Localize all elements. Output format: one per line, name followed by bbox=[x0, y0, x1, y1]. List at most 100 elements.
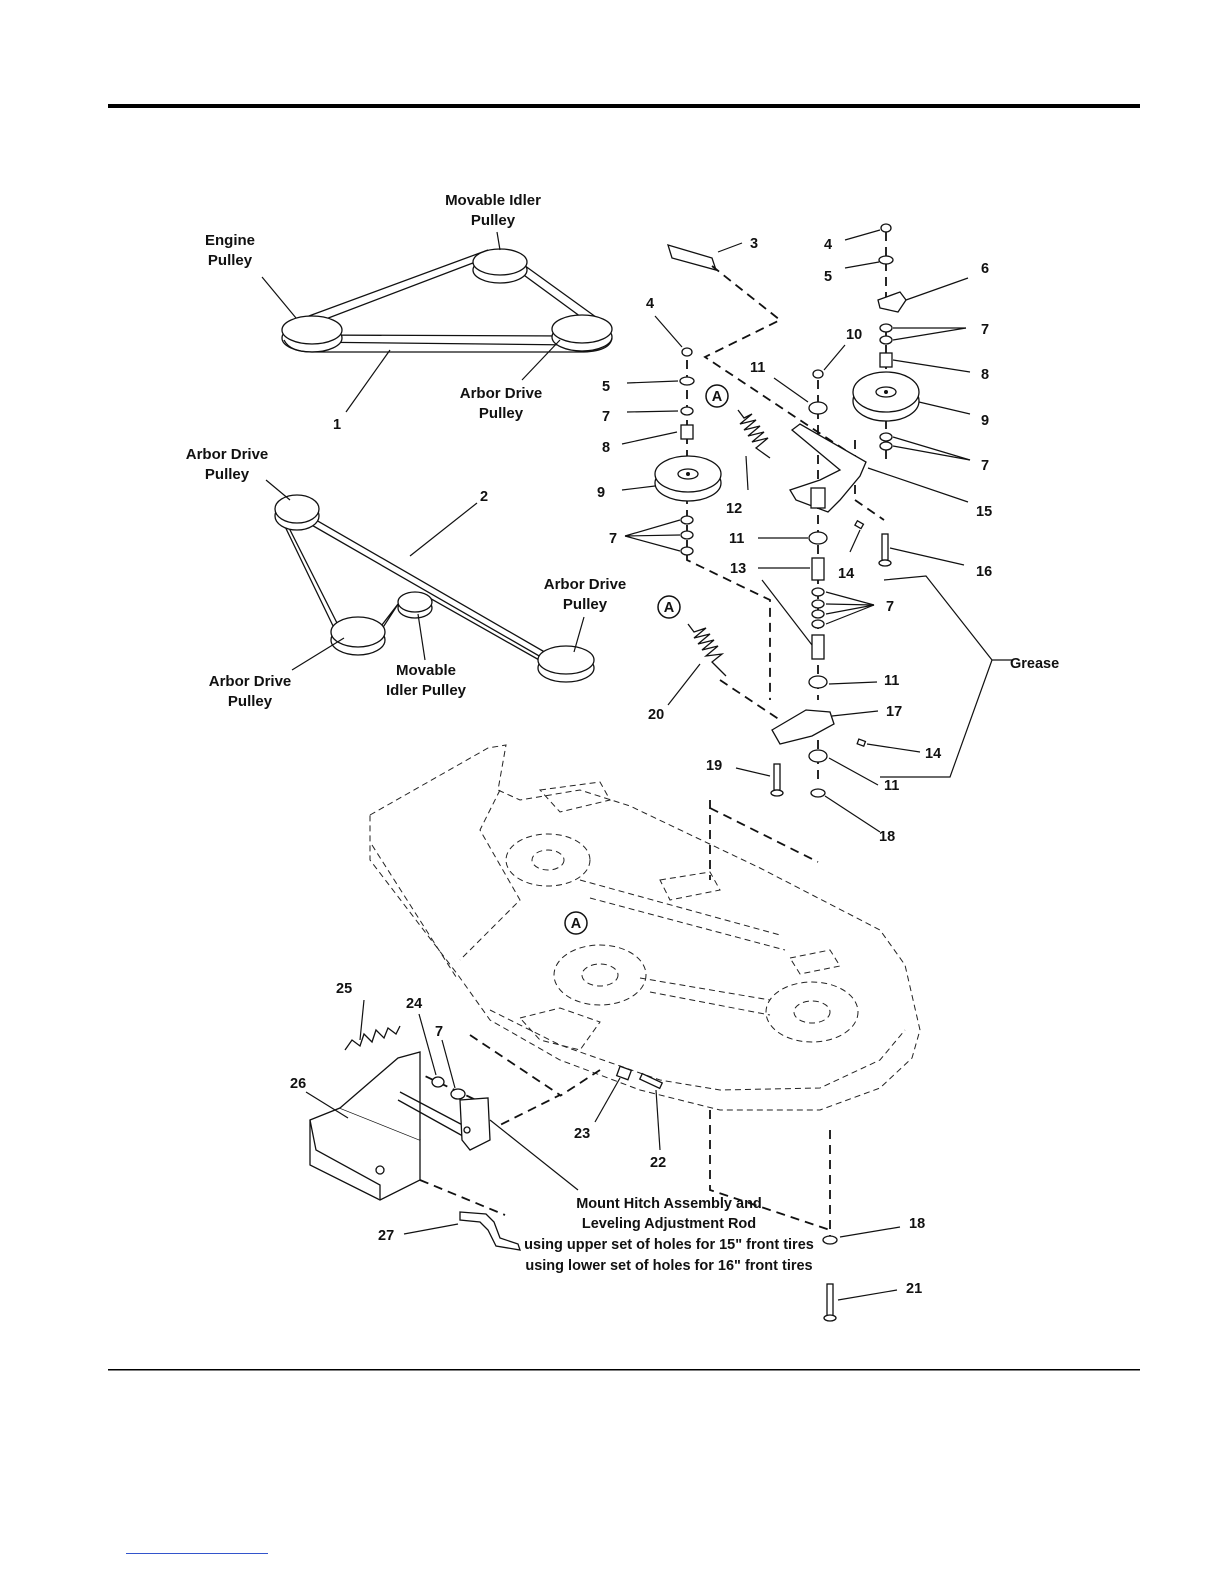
callout-8-right: 8 bbox=[981, 367, 989, 383]
callout-3: 3 bbox=[750, 236, 758, 252]
exploded-parts bbox=[621, 223, 1012, 880]
bushing-11c bbox=[808, 675, 828, 689]
washer-5a bbox=[679, 376, 695, 386]
washer-7c bbox=[680, 530, 694, 540]
arbor-pulley-bottom-right bbox=[537, 645, 595, 683]
spacer-8a bbox=[680, 424, 694, 440]
callout-15: 15 bbox=[976, 504, 992, 520]
washer-18b bbox=[822, 1235, 838, 1245]
pivot-tube bbox=[810, 487, 826, 509]
marker-a-1-text: A bbox=[712, 389, 723, 405]
nut-24 bbox=[431, 1076, 445, 1088]
callout-11-lower: 11 bbox=[884, 673, 899, 689]
mount-note-line-1: Mount Hitch Assembly and bbox=[576, 1196, 762, 1212]
callout-7-left-b: 7 bbox=[609, 531, 617, 547]
bushing-11a bbox=[808, 401, 828, 415]
callout-7-center: 7 bbox=[886, 599, 894, 615]
callout-17: 17 bbox=[886, 704, 902, 720]
callout-8-left: 8 bbox=[602, 440, 610, 456]
callout-27: 27 bbox=[378, 1228, 394, 1244]
bushing-11d bbox=[808, 749, 828, 763]
washer-7k bbox=[811, 609, 825, 619]
grease-label: Grease bbox=[1010, 656, 1059, 672]
footer-link-underline bbox=[126, 1553, 268, 1554]
washer-7l bbox=[811, 619, 825, 629]
belt-diagram-bottom bbox=[265, 479, 595, 683]
washer-5b bbox=[878, 255, 894, 265]
callout-2: 2 bbox=[480, 489, 488, 505]
mower-deck bbox=[369, 744, 921, 1111]
sleeve-13b bbox=[811, 634, 825, 660]
callout-12: 12 bbox=[726, 501, 742, 517]
callout-10: 10 bbox=[846, 327, 862, 343]
arbor-br-line1: Arbor Drive bbox=[544, 576, 627, 593]
callout-13: 13 bbox=[730, 561, 746, 577]
washer-7e bbox=[879, 323, 893, 333]
idler-top-line2: Pulley bbox=[471, 212, 516, 229]
washer-7g bbox=[879, 432, 893, 442]
callout-9-left: 9 bbox=[597, 485, 605, 501]
callout-11-bottom: 11 bbox=[884, 778, 899, 794]
bolt-19 bbox=[770, 763, 784, 797]
callout-5-right: 5 bbox=[824, 269, 832, 285]
nut-10 bbox=[812, 369, 824, 379]
spring-25 bbox=[344, 1025, 401, 1051]
arbor-bl-line1: Arbor Drive bbox=[209, 673, 292, 690]
callout-5-left: 5 bbox=[602, 379, 610, 395]
pulley-9a bbox=[654, 455, 722, 502]
bolt-16 bbox=[878, 533, 892, 567]
callout-11-mid: 11 bbox=[729, 531, 744, 547]
spindle-right bbox=[765, 981, 859, 1043]
washer-18a bbox=[810, 788, 826, 798]
engine-pulley-top bbox=[281, 315, 343, 353]
callout-18-bottom: 18 bbox=[909, 1216, 925, 1232]
washer-7h bbox=[879, 441, 893, 451]
idler-bracket-17 bbox=[771, 709, 835, 745]
marker-a-3: A bbox=[564, 911, 588, 935]
idler-arm-15 bbox=[789, 423, 867, 513]
spacer-8b bbox=[879, 352, 893, 368]
mount-note-line-2: Leveling Adjustment Rod bbox=[582, 1216, 756, 1232]
callout-9-right: 9 bbox=[981, 413, 989, 429]
arbor-top-line2: Pulley bbox=[479, 405, 524, 422]
bracket-6 bbox=[877, 291, 907, 313]
marker-a-3-text: A bbox=[571, 916, 582, 932]
callout-18-top: 18 bbox=[879, 829, 895, 845]
top-rule bbox=[108, 104, 1140, 108]
callout-14-bottom: 14 bbox=[925, 746, 941, 762]
spring-20 bbox=[687, 623, 727, 677]
arbor-bl-line2: Pulley bbox=[228, 693, 273, 710]
callout-25: 25 bbox=[336, 981, 352, 997]
washer-7f bbox=[879, 335, 893, 345]
nut-4b bbox=[880, 223, 892, 233]
spring-12 bbox=[737, 409, 771, 459]
marker-a-2-text: A bbox=[664, 600, 675, 616]
callout-16: 16 bbox=[976, 564, 992, 580]
washer-7b bbox=[680, 515, 694, 525]
idler-bottom-line1: Movable bbox=[396, 662, 456, 679]
grease-fitting-14b bbox=[856, 738, 867, 748]
marker-a-2: A bbox=[657, 595, 681, 619]
callout-24: 24 bbox=[406, 996, 422, 1012]
engine-line2: Pulley bbox=[208, 252, 253, 269]
callout-7-left-a: 7 bbox=[602, 409, 610, 425]
belt-diagram-top bbox=[261, 231, 613, 413]
mount-note-line-3: using upper set of holes for 15" front t… bbox=[524, 1237, 814, 1253]
engine-line1: Engine bbox=[205, 232, 255, 249]
callout-6: 6 bbox=[981, 261, 989, 277]
washer-7d bbox=[680, 546, 694, 556]
callout-1: 1 bbox=[333, 417, 341, 433]
idler-pulley-bottom bbox=[397, 591, 433, 619]
idler-pulley-top bbox=[472, 248, 528, 284]
bushing-11b bbox=[808, 531, 828, 545]
arbor-pulley-bottom-top bbox=[274, 494, 320, 531]
sleeve-13a bbox=[811, 557, 825, 581]
callout-20: 20 bbox=[648, 707, 664, 723]
